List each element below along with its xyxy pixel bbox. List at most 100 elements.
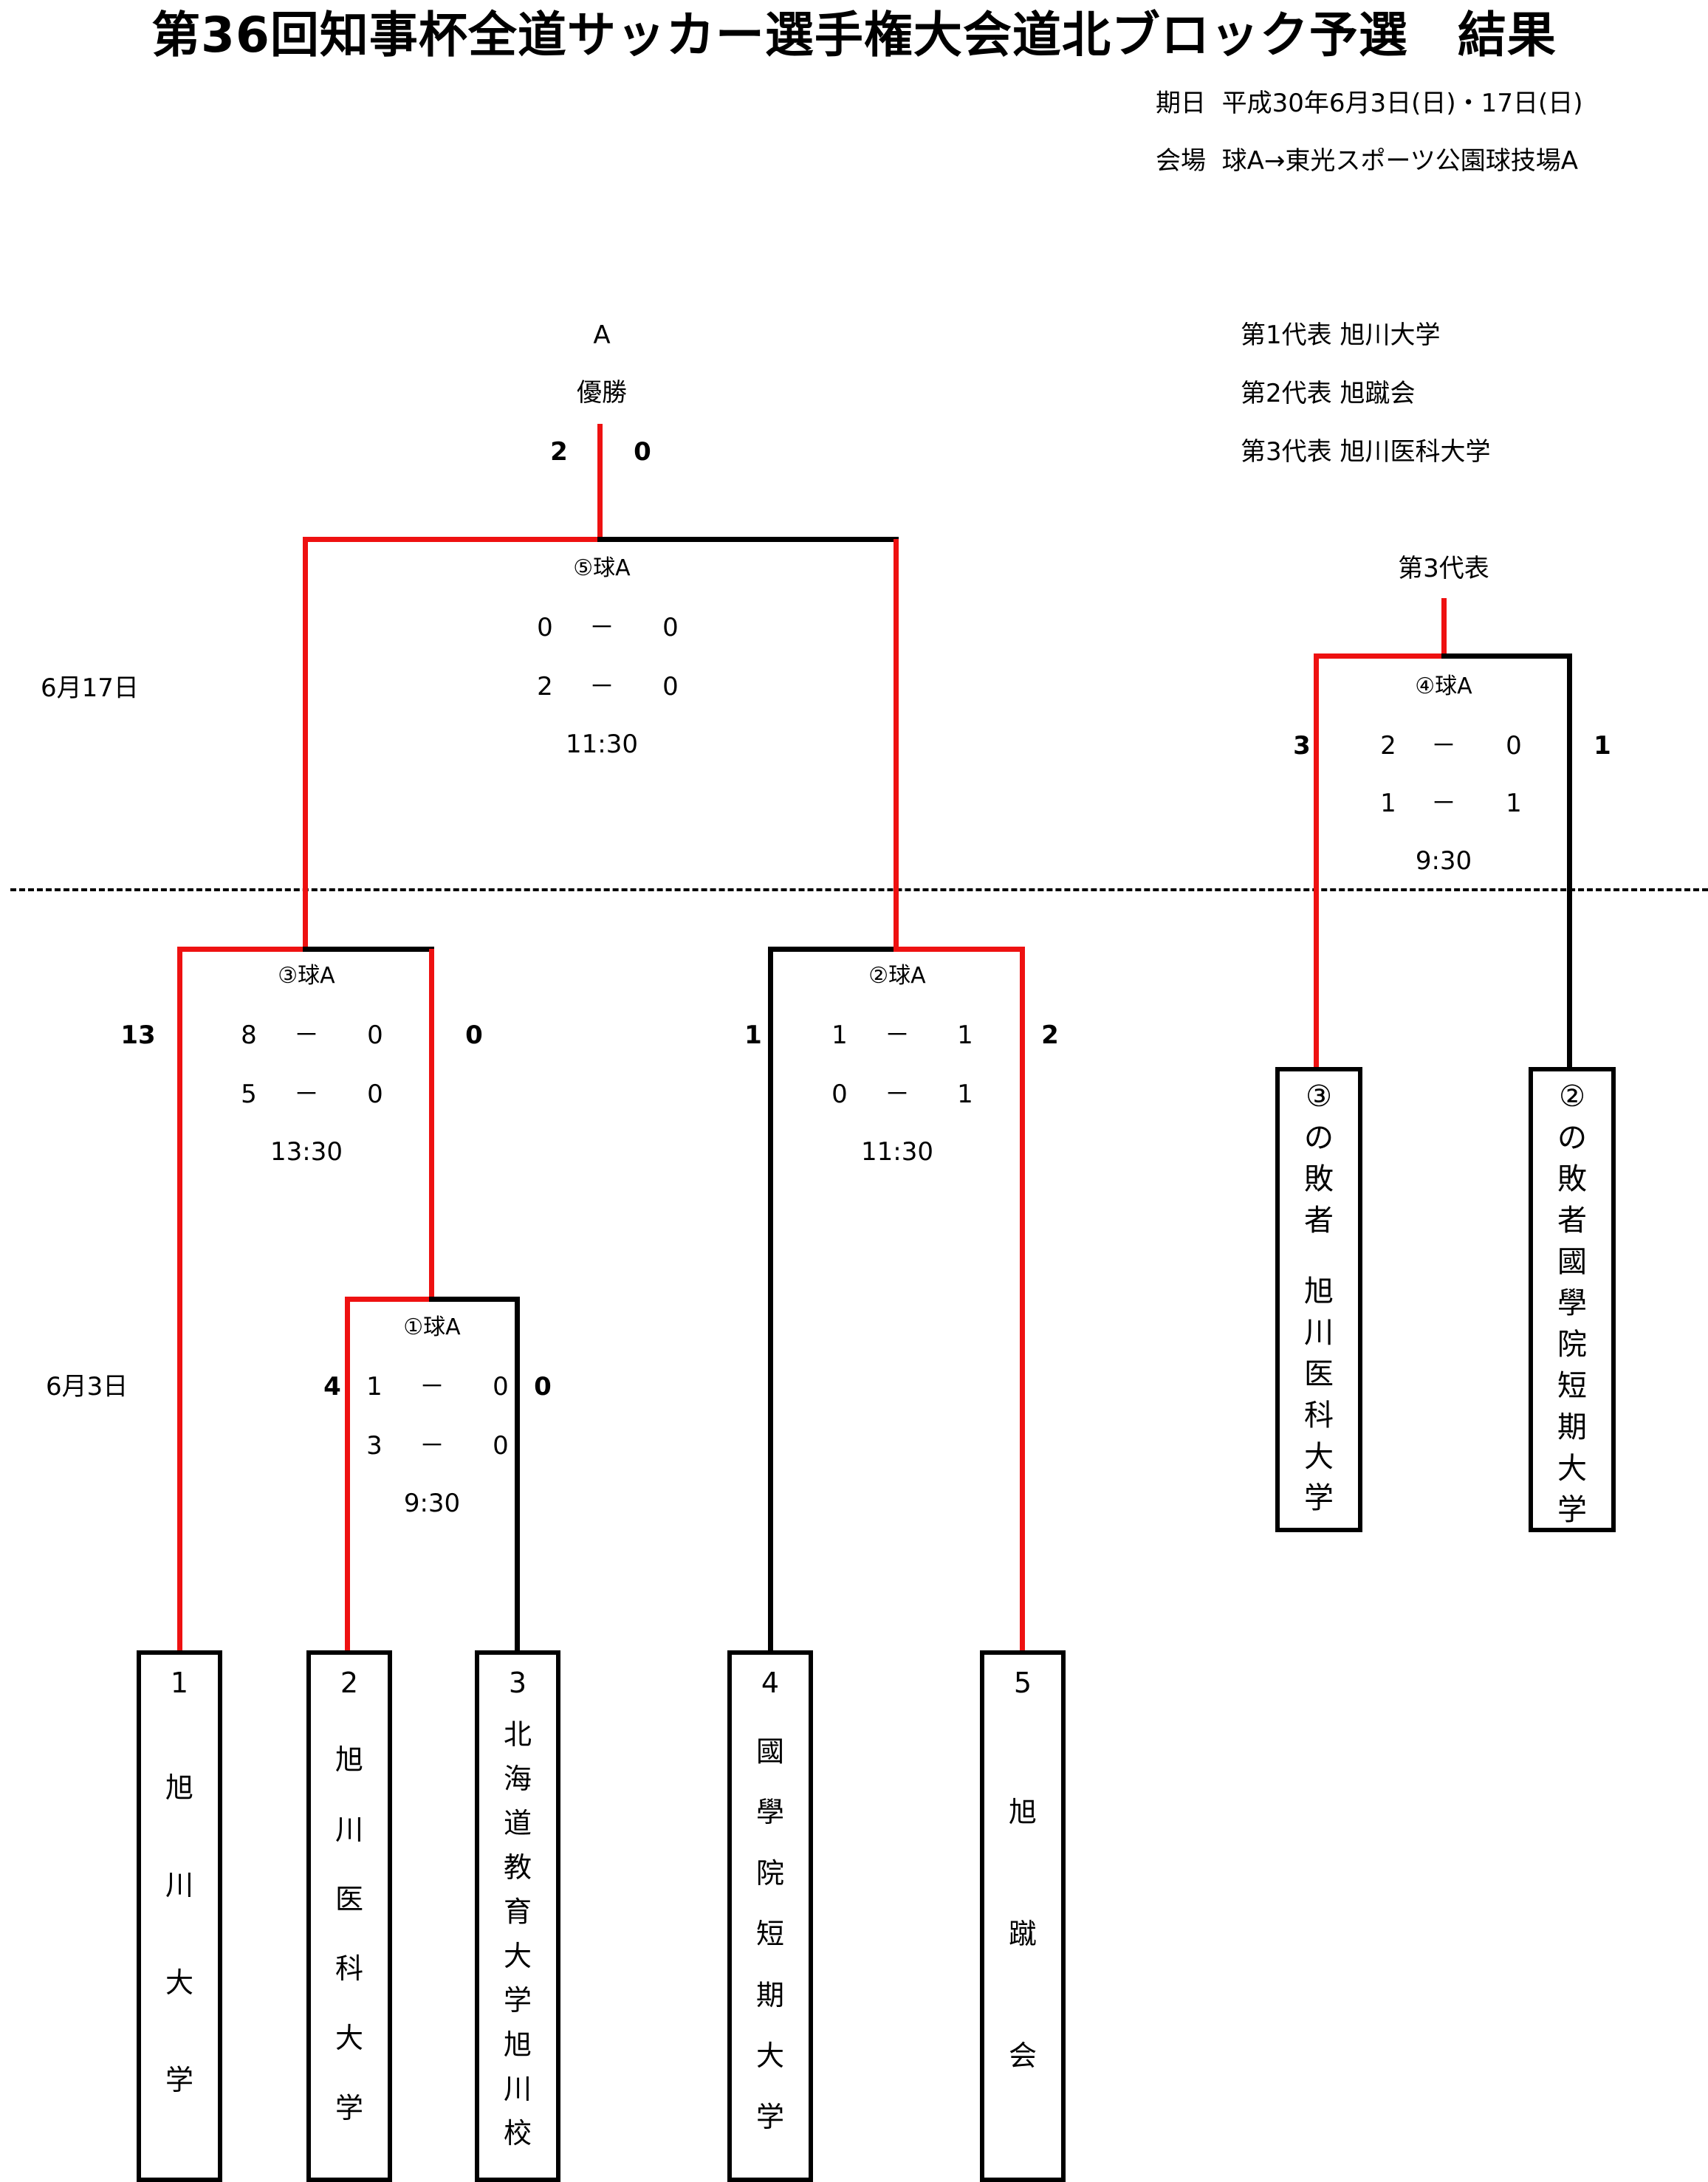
team-name: 旭川医科大学 [335,1743,363,2124]
team-box: 3 北海道教育大学旭川校 [475,1650,560,2182]
team-number: 3 [508,1667,527,1699]
date-label: 期日 [1156,89,1206,118]
team-number: 5 [1013,1667,1032,1699]
match3-time: 13:30 [270,1137,343,1167]
third-h1-dash: － [1431,731,1456,761]
match3-right-bar [302,946,434,952]
loser-source-char: 敗 [1557,1162,1587,1196]
match1-h1-dash: － [419,1372,445,1402]
match3-label: ③球A [278,963,335,989]
third-h2-left: 1 [1380,789,1396,818]
loser-team-char: 大 [1557,1452,1587,1486]
team-name: 旭蹴会 [1008,1796,1037,2072]
loser-team-char: 医 [1304,1357,1334,1391]
third-right-leg [1566,656,1572,1067]
match1-h1-left: 1 [366,1372,383,1402]
third-score-left: 3 [1293,731,1311,761]
page-title: 第36回知事杯全道サッカー選手権大会道北ブロック予選 結果 [151,7,1557,64]
match3-h2-right: 0 [367,1080,383,1109]
match2-h2-dash: － [885,1080,910,1109]
match3-right-leg [428,949,434,1299]
date-line: 期日 平成30年6月3日(日)・17日(日) [1156,87,1582,120]
match2-h1-left: 1 [831,1020,848,1050]
match1-h2-right: 0 [493,1431,509,1461]
third-h1-left: 2 [1380,731,1396,761]
match3-score-right: 0 [465,1020,483,1050]
match2-time: 11:30 [861,1137,933,1167]
match3-score-left: 13 [120,1020,156,1050]
final-h2-dash: － [589,672,614,701]
third-time: 9:30 [1415,846,1472,876]
final-score-right: 0 [634,437,651,467]
loser-team-char: 期 [1557,1410,1587,1444]
match1-right-leg [514,1299,520,1650]
date-value: 平成30年6月3日(日)・17日(日) [1221,89,1583,118]
final-h2-left: 2 [537,672,553,701]
loser-source-char: 敗 [1304,1162,1334,1196]
final-right-bar [597,536,899,542]
venue-line: 会場 球A→東光スポーツ公園球技場A [1156,145,1578,177]
team-number: 2 [340,1667,359,1699]
match2-label: ②球A [868,963,926,989]
final-stem-line [597,424,603,539]
match2-h1-right: 1 [957,1020,973,1050]
match1-score-left: 4 [323,1372,341,1402]
day-label-june17: 6月17日 [41,673,139,703]
final-h1-dash: － [589,613,614,642]
loser-source-char: ③ [1306,1080,1332,1114]
final-left-bar [302,536,603,542]
rep-team: 旭川医科大学 [1340,437,1491,467]
match2-h2-left: 0 [831,1080,848,1109]
third-rep-label: 第3代表 [1398,554,1489,583]
match1-left-leg [344,1299,350,1650]
loser-team-char: 學 [1557,1286,1587,1320]
venue-label: 会場 [1156,146,1206,176]
final-venue-label: A [593,320,611,350]
match3-left-bar [176,946,308,952]
team-name: 旭川大学 [165,1771,193,2096]
match3-h1-left: 8 [241,1020,257,1050]
match1-h1-right: 0 [493,1372,509,1402]
final-match-label: ⑤球A [573,555,631,581]
match3-h1-right: 0 [367,1020,383,1050]
match2-right-bar [893,946,1025,952]
match2-left-leg [767,949,773,1650]
loser-team-char: 学 [1557,1493,1587,1527]
team-name: 國學院短期大学 [755,1735,784,2133]
loser-team-char: 学 [1304,1481,1334,1515]
match1-h2-left: 3 [366,1431,383,1461]
loser-team-char: 國 [1557,1245,1587,1279]
match1-left-bar [344,1296,434,1302]
loser-source-char: の [1557,1121,1587,1155]
team-box: 2 旭川医科大学 [306,1650,392,2182]
match2-score-right: 2 [1041,1020,1059,1050]
third-h2-dash: － [1431,789,1456,818]
day-separator-line [10,888,1708,891]
match1-score-right: 0 [534,1372,552,1402]
match1-label: ①球A [403,1314,461,1340]
third-stem-line [1441,598,1447,656]
rep-label: 第2代表 [1241,379,1332,408]
match3-h1-dash: － [294,1020,319,1050]
third-right-bar [1441,653,1572,659]
team-name: 北海道教育大学旭川校 [503,1718,532,2150]
third-left-bar [1313,653,1447,659]
match3-h2-dash: － [294,1080,319,1109]
match1-time: 9:30 [403,1489,461,1518]
representative-1: 第1代表 旭川大学 [1241,319,1440,351]
loser-team-char: 院 [1557,1328,1587,1362]
rep-team: 旭蹴会 [1340,379,1416,408]
third-left-leg [1313,656,1319,1067]
match2-h1-dash: － [885,1020,910,1050]
champion-label: 優勝 [577,378,627,408]
team-number: 1 [170,1667,189,1699]
final-h1-left: 0 [537,613,553,642]
rep-label: 第1代表 [1241,320,1332,350]
venue-value: 球A→東光スポーツ公園球技場A [1221,146,1578,176]
match1-right-bar [428,1296,520,1302]
loser-source-char: 者 [1557,1204,1587,1238]
loser-team-char: 川 [1304,1316,1334,1350]
